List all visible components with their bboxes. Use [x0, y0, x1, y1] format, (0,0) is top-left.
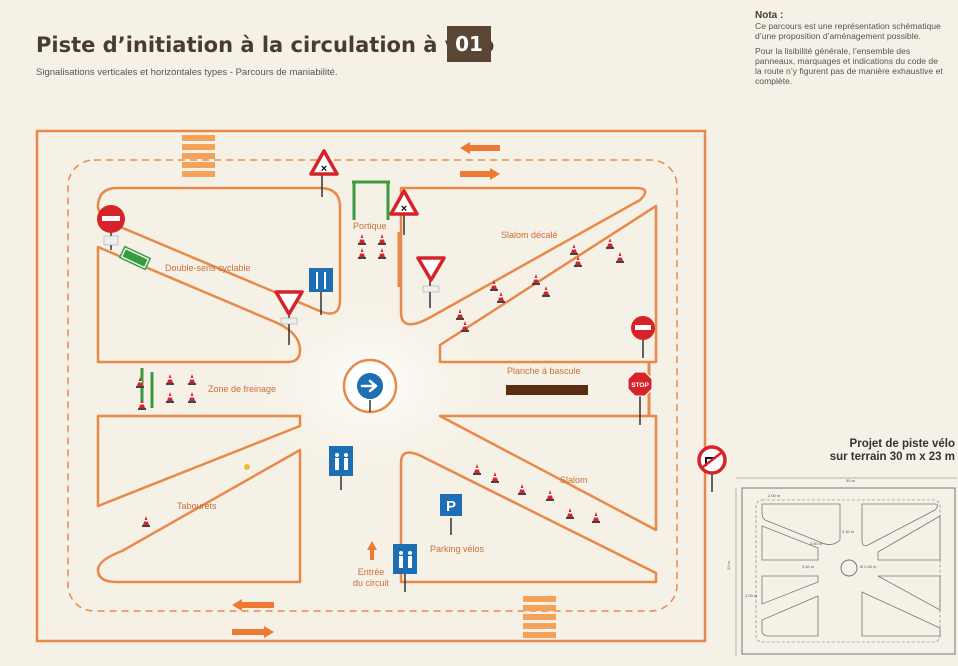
- island-bottom-right-upper: [438, 414, 658, 532]
- outer-boundary: [35, 129, 707, 643]
- island-top-left-lower: [96, 245, 302, 364]
- project-mini-map: [735, 477, 957, 656]
- crossing-top: [182, 135, 215, 177]
- page-subtitle: Signalisations verticales et horizontale…: [36, 67, 338, 78]
- label-portique: Portique: [353, 221, 387, 231]
- label-entree-1: Entrée: [358, 567, 385, 577]
- no-left-turn-sign: [697, 445, 727, 492]
- project-caption: Projet de piste vélo sur terrain 30 m x …: [800, 438, 955, 464]
- entry-arrow-icon: [367, 541, 377, 560]
- lanes-sign: [309, 268, 333, 315]
- arrow-left-bottom-icon: [232, 599, 274, 611]
- no-entry-sign-topleft: [97, 205, 125, 250]
- island-top-right-upper: [399, 186, 647, 326]
- parking-sign-letter: P: [446, 498, 456, 515]
- project-caption-line1: Projet de piste vélo: [849, 438, 955, 450]
- crossing-bottom: [523, 596, 556, 638]
- project-caption-line2: sur terrain 30 m x 23 m: [829, 451, 955, 463]
- label-slalom: Slalom: [560, 475, 588, 485]
- pedestrian-sign-bottom: [393, 544, 417, 592]
- island-bottom-left-upper: [96, 414, 302, 508]
- yield-sign-top-left: [274, 290, 304, 345]
- cones: [136, 234, 624, 527]
- seesaw-plank: [506, 385, 588, 395]
- island-bottom-right-lower: [399, 451, 658, 584]
- label-tabourets: Tabourets: [177, 501, 217, 511]
- portique: [352, 180, 390, 220]
- dim-d6: 3,40 m: [802, 564, 815, 569]
- dim-d3: 3,50 m: [810, 541, 823, 546]
- parking-sign: P: [440, 494, 462, 535]
- nota-title: Nota :: [755, 10, 784, 21]
- dashed-loop: [67, 159, 678, 612]
- no-entry-sign-right: [631, 316, 655, 358]
- label-entree-2: du circuit: [353, 578, 390, 588]
- stop-sign: STOP: [627, 371, 653, 425]
- stop-sign-text: STOP: [631, 382, 649, 389]
- label-parking: Parking vélos: [430, 544, 485, 554]
- arrow-right-bottom-icon: [232, 626, 274, 638]
- label-zone-freinage: Zone de freinage: [208, 384, 276, 394]
- nota-paragraph-1: Ce parcours est une représentation schém…: [755, 21, 941, 41]
- dim-d1: 2,00 m: [768, 493, 781, 498]
- pedestrian-sign-center: [329, 446, 353, 490]
- page-title: Piste d’initiation à la circulation à vé…: [36, 33, 495, 57]
- label-planche: Planche à bascule: [507, 366, 581, 376]
- priority-intersection-sign-top: ×: [309, 149, 339, 197]
- island-top-right-lower: [438, 204, 658, 364]
- dim-width: 30 m: [846, 478, 856, 483]
- priority-intersection-sign-portique: ×: [389, 189, 419, 235]
- dim-d4: 2,40 m: [842, 529, 855, 534]
- label-slalom-decale: Slalom décalé: [501, 230, 558, 240]
- dim-d5: Ø 2,40 m: [860, 564, 877, 569]
- nota-paragraph-2: Pour la lisibilité générale, l’ensemble …: [755, 46, 943, 86]
- arrow-right-icon: [460, 168, 500, 180]
- dim-height: 23 m: [726, 560, 731, 570]
- svg-text:×: ×: [401, 203, 407, 215]
- label-double-sens: Double-sens cyclable: [165, 263, 251, 273]
- dim-d2: 2,00 m: [745, 593, 758, 598]
- nota-box: Nota : Ce parcours est une représentatio…: [755, 11, 945, 91]
- sheet-number-badge: 01: [447, 26, 491, 62]
- svg-text:×: ×: [321, 163, 327, 175]
- arrow-left-icon: [460, 142, 500, 154]
- bike-lane-sign: [118, 245, 152, 271]
- yield-sign-top-right: [416, 256, 446, 308]
- island-bottom-left-lower: [96, 448, 302, 584]
- direction-arrows: [232, 142, 500, 638]
- roundabout-sign: [355, 371, 385, 412]
